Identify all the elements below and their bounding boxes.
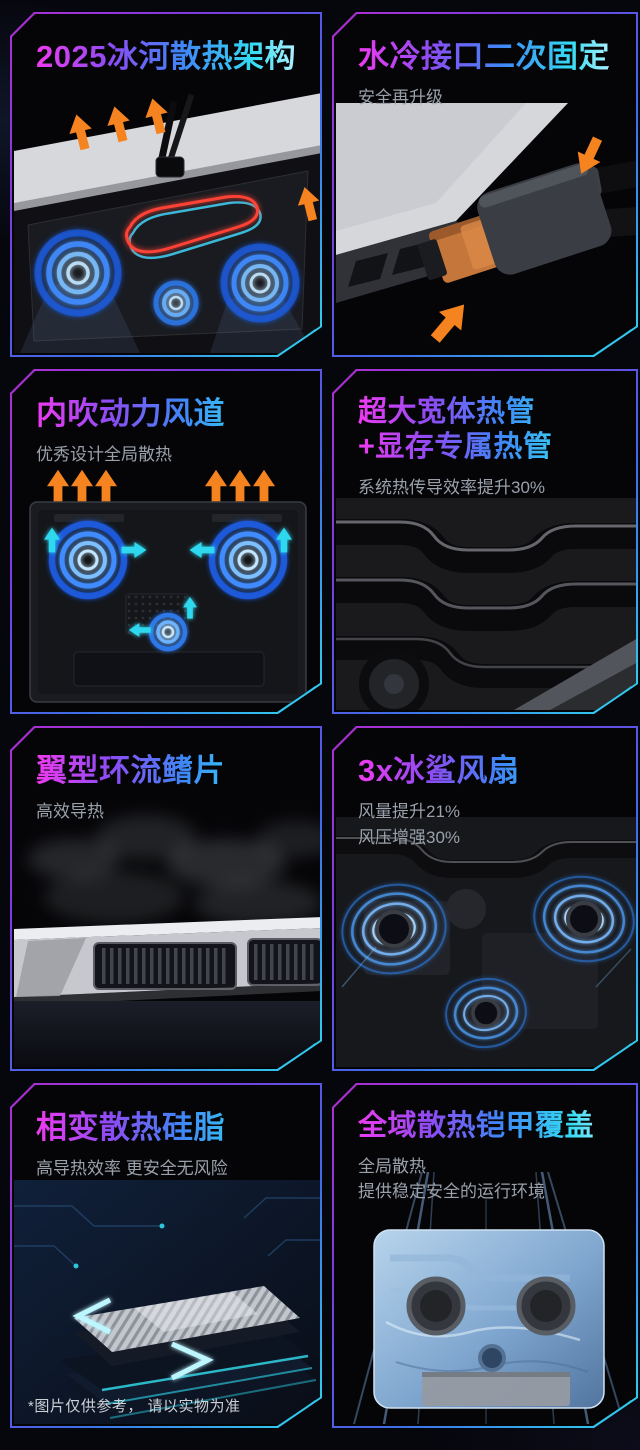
- card-inward-airflow: 内吹动力风道 优秀设计全局散热: [10, 369, 322, 714]
- vent-slats: [94, 939, 320, 989]
- card-heat-pipes: 超大宽体热管 +显存专属热管 系统热传导效率提升30%: [332, 369, 638, 714]
- smoke: [28, 815, 320, 925]
- fan-glow: [38, 233, 296, 323]
- card-phase-change-paste: 相变散热硅脂 高导热效率 更安全无风险: [10, 1083, 322, 1428]
- fan-glow: [52, 524, 284, 649]
- circuit-traces: [14, 1198, 320, 1266]
- card-subtitle: 高效导热: [36, 802, 104, 822]
- heat-arrows-icon: [47, 470, 275, 504]
- heat-pipe: [336, 522, 636, 676]
- card-subtitle: 风量提升21% 风压增强30%: [358, 802, 461, 847]
- laptop-bottom-airflow-illustration: [14, 454, 320, 710]
- fan-swirl: [336, 869, 636, 1052]
- phase-change-paste-chip-illustration: [14, 1180, 320, 1424]
- laptop-bottom-fans-tilted-illustration: [14, 85, 320, 353]
- card-title: 3x冰鲨风扇: [358, 752, 618, 789]
- connector: [408, 134, 636, 312]
- water-cooling-connector-illustration: [336, 103, 636, 353]
- card-ice-shark-fans: 3x冰鲨风扇 风量提升21% 风压增强30%: [332, 726, 638, 1071]
- card-title: 全域散热铠甲覆盖: [358, 1109, 618, 1144]
- cooling-armor-cover-illustration: [336, 1172, 636, 1424]
- card-water-cooling-lock: 水冷接口二次固定 安全再升级: [332, 12, 638, 357]
- card-subtitle: 优秀设计全局散热: [36, 445, 172, 465]
- thermal-paste-surface: [74, 1286, 300, 1352]
- vent-fins-smoke-illustration: [14, 801, 320, 1067]
- card-title: 翼型环流鳍片: [36, 752, 302, 789]
- card-glacier-architecture: 2025冰河散热架构: [10, 12, 322, 357]
- three-fans-glow-illustration: [336, 817, 636, 1067]
- card-cooling-armor: 全域散热铠甲覆盖 全局散热 提供稳定安全的运行环境: [332, 1083, 638, 1428]
- disclaimer-text: *图片仅供参考， 请以实物为准: [28, 1398, 241, 1415]
- card-title: 水冷接口二次固定: [358, 38, 618, 75]
- liquid-loop: [127, 196, 261, 257]
- card-title: 相变散热硅脂: [36, 1109, 302, 1146]
- armor-cover: [374, 1230, 604, 1408]
- card-airfoil-fins: 翼型环流鳍片 高效导热: [10, 726, 322, 1071]
- card-subtitle: 全局散热 提供稳定安全的运行环境: [358, 1156, 545, 1202]
- wide-heat-pipes-illustration: [336, 498, 636, 710]
- card-title: 超大宽体热管 +显存专属热管: [358, 395, 618, 465]
- feature-card-grid: 2025冰河散热架构: [10, 12, 638, 1428]
- card-subtitle: 系统热传导效率提升30%: [358, 477, 546, 497]
- card-title: 内吹动力风道: [36, 395, 302, 432]
- glow-brackets: [78, 1300, 208, 1378]
- card-title: 2025冰河散热架构: [36, 38, 302, 75]
- card-subtitle: 高导热效率 更安全无风险: [36, 1159, 228, 1179]
- card-subtitle: 安全再升级: [358, 88, 443, 108]
